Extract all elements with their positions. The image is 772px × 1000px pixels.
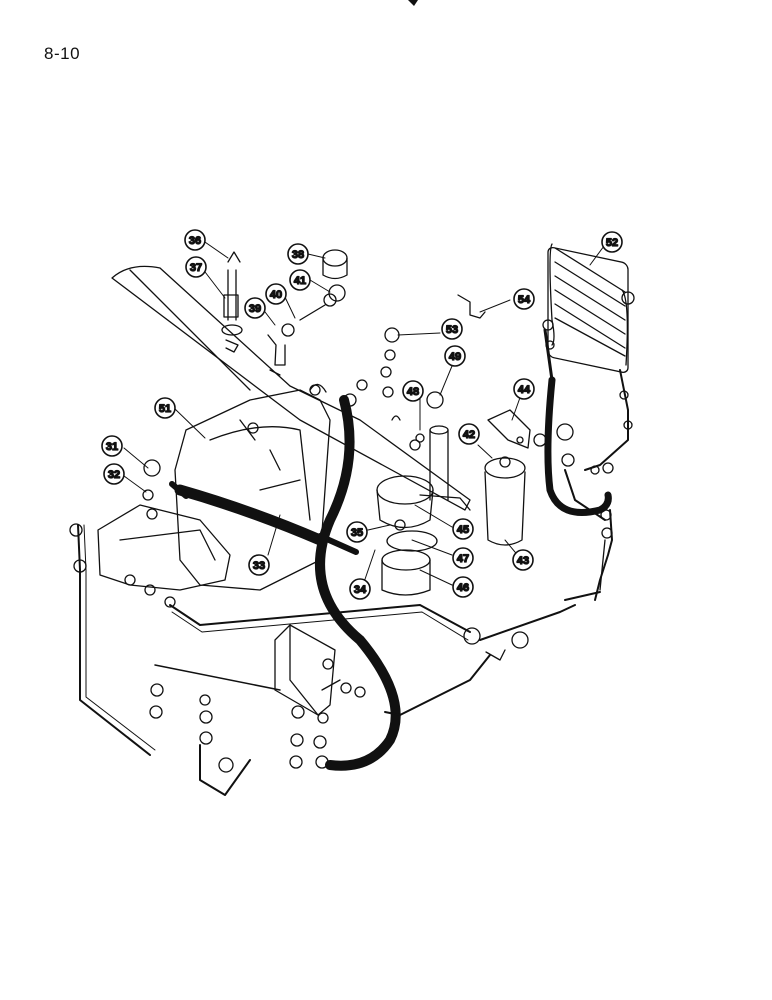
svg-text:37: 37 [190, 262, 202, 274]
svg-text:49: 49 [449, 351, 461, 363]
svg-text:53: 53 [446, 324, 458, 336]
svg-text:40: 40 [270, 289, 282, 301]
valve-block [274, 624, 336, 716]
svg-text:46: 46 [457, 582, 469, 594]
filter-assembly [376, 475, 438, 596]
callout-41: 41 [289, 269, 311, 291]
svg-text:33: 33 [253, 560, 265, 572]
callout-45: 45 [452, 518, 474, 540]
svg-text:41: 41 [294, 275, 306, 287]
transmission-casing [97, 265, 471, 591]
inline-filter [484, 456, 526, 546]
callout-31: 31 [101, 435, 123, 457]
callout-53: 53 [441, 318, 463, 340]
hose-33 [174, 484, 326, 546]
oil-cooler [547, 243, 635, 374]
svg-text:45: 45 [457, 524, 469, 536]
callout-43: 43 [512, 549, 534, 571]
svg-text:38: 38 [292, 249, 304, 261]
callout-39: 39 [244, 297, 266, 319]
svg-text:48: 48 [407, 386, 419, 398]
callout-40: 40 [265, 283, 287, 305]
svg-text:36: 36 [189, 235, 201, 247]
callout-32: 32 [103, 463, 125, 485]
callout-48: 48 [402, 380, 424, 402]
svg-text:43: 43 [517, 555, 529, 567]
callout-37: 37 [185, 256, 207, 278]
callout-36: 36 [184, 229, 206, 251]
svg-text:44: 44 [518, 384, 531, 396]
svg-text:54: 54 [518, 294, 531, 306]
leader-lines [123, 239, 605, 589]
svg-text:39: 39 [249, 303, 261, 315]
callout-47: 47 [452, 547, 474, 569]
svg-text:31: 31 [106, 441, 118, 453]
svg-text:34: 34 [354, 584, 367, 596]
svg-text:32: 32 [108, 469, 120, 481]
callout-34: 34 [349, 578, 371, 600]
callout-52: 52 [601, 231, 623, 253]
callout-49: 49 [444, 345, 466, 367]
callout-54: 54 [513, 288, 535, 310]
callout-35: 35 [346, 521, 368, 543]
callout-51: 51 [154, 397, 176, 419]
page-number: 8-10 [44, 44, 81, 63]
svg-text:42: 42 [463, 429, 475, 441]
callout-33: 33 [248, 554, 270, 576]
callout-44: 44 [513, 378, 535, 400]
svg-text:52: 52 [606, 237, 618, 249]
svg-text:47: 47 [457, 553, 469, 565]
svg-text:51: 51 [159, 403, 171, 415]
callout-46: 46 [452, 576, 474, 598]
callout-42: 42 [458, 423, 480, 445]
svg-text:35: 35 [351, 527, 363, 539]
callout-38: 38 [287, 243, 309, 265]
